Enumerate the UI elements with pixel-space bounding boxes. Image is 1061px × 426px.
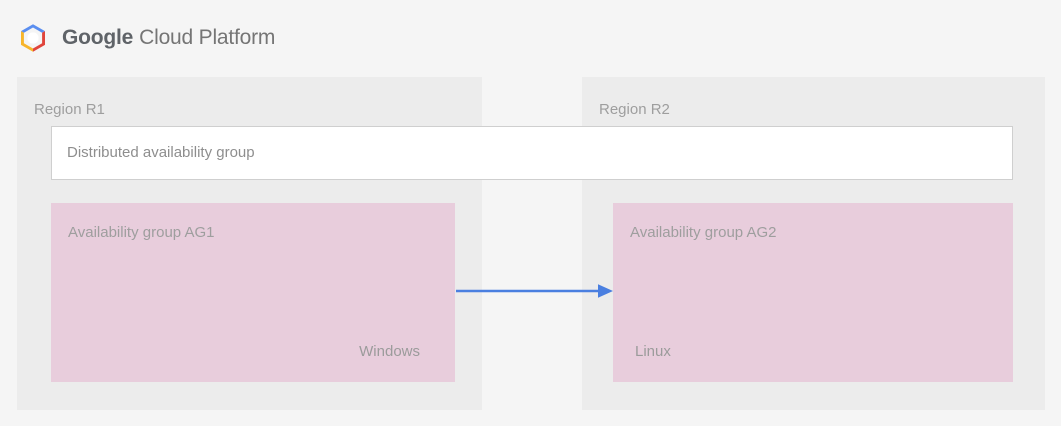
- region-label-r1: Region R1: [34, 101, 105, 118]
- distributed-availability-group-label: Distributed availability group: [67, 144, 255, 161]
- brand-header: Google Cloud Platform: [17, 14, 1045, 62]
- availability-group-ag1-title: Availability group AG1: [68, 224, 215, 241]
- os-label-linux: Linux: [635, 343, 671, 360]
- replication-arrow-icon: [456, 284, 613, 298]
- availability-group-ag1-box: Availability group AG1 Windows: [51, 203, 455, 382]
- brand-wordmark: Google Cloud Platform: [62, 26, 275, 50]
- region-label-r2: Region R2: [599, 101, 670, 118]
- google-cloud-platform-logo-icon: [21, 24, 45, 52]
- availability-group-ag2-title: Availability group AG2: [630, 224, 777, 241]
- availability-group-ag2-box: Availability group AG2 Linux: [613, 203, 1013, 382]
- distributed-availability-group-box: Distributed availability group: [51, 126, 1013, 180]
- brand-name-google: Google: [62, 26, 134, 49]
- os-label-windows: Windows: [359, 343, 420, 360]
- brand-name-cloud-platform: Cloud Platform: [139, 26, 276, 49]
